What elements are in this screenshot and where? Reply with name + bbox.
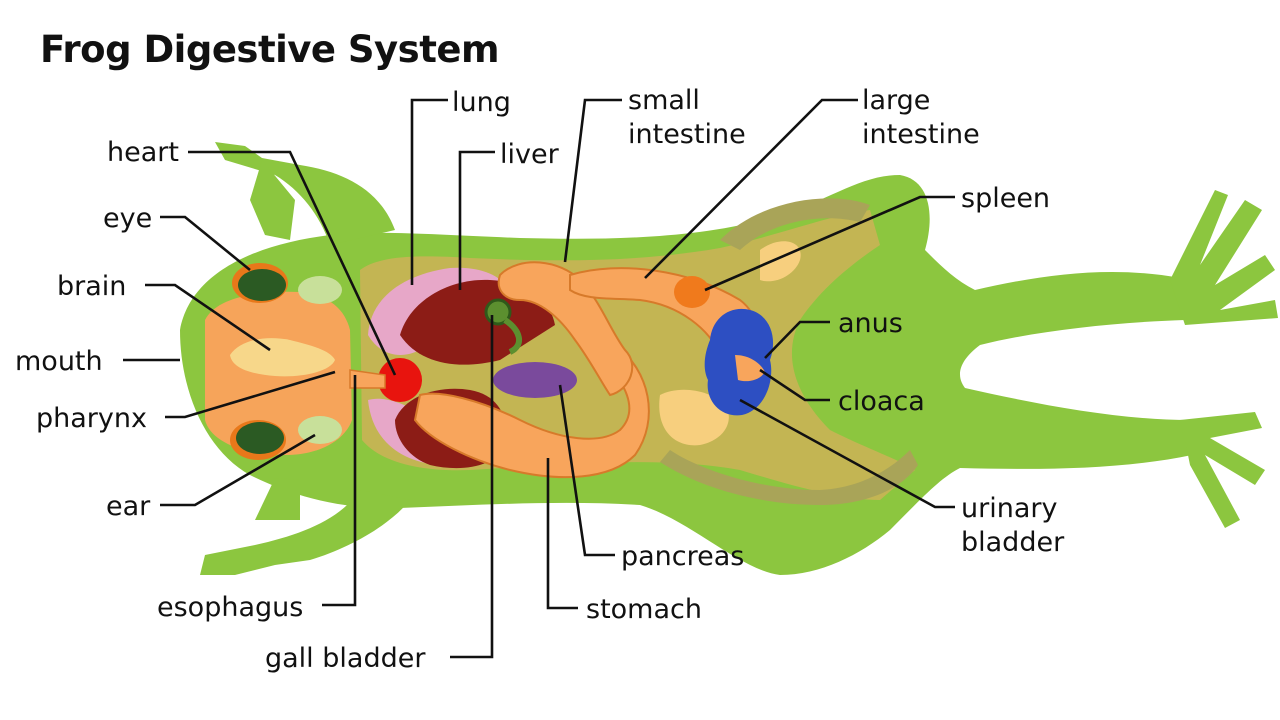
- leader-lines: [123, 98, 955, 659]
- leader-stomach: [546, 458, 578, 610]
- leader-urinary-bladder: [739, 398, 955, 509]
- leader-esophagus: [322, 375, 357, 607]
- eye-organ-upper: [232, 263, 288, 303]
- leader-gall-bladder: [450, 315, 494, 659]
- leader-pharynx: [165, 370, 336, 419]
- label-urinary-bladder-line1: urinary: [961, 493, 1057, 524]
- leader-heart: [188, 150, 397, 376]
- frog-left-lower-hand: [255, 478, 300, 520]
- fat-body-upper: [760, 241, 801, 282]
- label-eye: eye: [103, 203, 152, 234]
- leader-brain: [145, 283, 271, 352]
- label-ear: ear: [106, 491, 151, 522]
- label-esophagus: esophagus: [157, 592, 303, 623]
- label-small-intestine-line1: small: [628, 85, 700, 116]
- label-brain: brain: [57, 271, 126, 302]
- frog-left-lower-arm: [200, 490, 410, 575]
- cloaca-organ: [735, 355, 765, 382]
- label-pharynx: pharynx: [36, 403, 147, 434]
- esophagus-organ: [349, 369, 386, 389]
- leader-lung: [410, 98, 448, 285]
- ear-organ-upper: [298, 276, 342, 304]
- frog-left-arm: [215, 142, 395, 245]
- label-stomach: stomach: [586, 594, 702, 625]
- spleen-organ: [674, 276, 710, 308]
- leader-pancreas: [558, 384, 615, 557]
- label-liver: liver: [500, 139, 560, 170]
- leader-small-intestine: [563, 98, 622, 263]
- diagram-title: Frog Digestive System: [40, 28, 500, 71]
- eye-organ-lower: [230, 420, 286, 460]
- label-pancreas: pancreas: [621, 541, 744, 572]
- frog-left-hand: [250, 160, 295, 240]
- label-spleen: spleen: [961, 183, 1050, 214]
- leader-eye: [160, 215, 251, 272]
- label-gall-bladder: gall bladder: [265, 643, 426, 674]
- leader-anus: [764, 320, 830, 359]
- large-intestine-organ-upper: [720, 198, 870, 250]
- label-cloaca: cloaca: [838, 386, 925, 417]
- pancreas-organ: [493, 362, 577, 398]
- label-heart: heart: [107, 137, 179, 168]
- organ-labels: heart eye brain mouth pharynx ear esopha…: [15, 85, 1065, 674]
- label-urinary-bladder-line2: bladder: [961, 527, 1065, 558]
- label-large-intestine-line1: large: [862, 85, 930, 116]
- label-lung: lung: [452, 87, 511, 118]
- leader-large-intestine: [644, 98, 858, 279]
- label-large-intestine-line2: intestine: [862, 119, 980, 150]
- gall-bladder-duct: [503, 317, 522, 355]
- heart-organ: [378, 358, 422, 402]
- large-intestine-organ-lower: [660, 450, 918, 505]
- fat-body-lower: [659, 389, 729, 446]
- frog-lower-foot: [1180, 412, 1265, 528]
- frog-upper-foot: [1170, 190, 1278, 325]
- leader-ear: [160, 433, 316, 507]
- leader-cloaca: [759, 368, 830, 402]
- label-anus: anus: [838, 308, 903, 339]
- leader-spleen: [704, 195, 955, 292]
- leader-liver: [458, 150, 495, 290]
- label-mouth: mouth: [15, 346, 103, 377]
- label-small-intestine-line2: intestine: [628, 119, 746, 150]
- brain-organ: [230, 338, 335, 377]
